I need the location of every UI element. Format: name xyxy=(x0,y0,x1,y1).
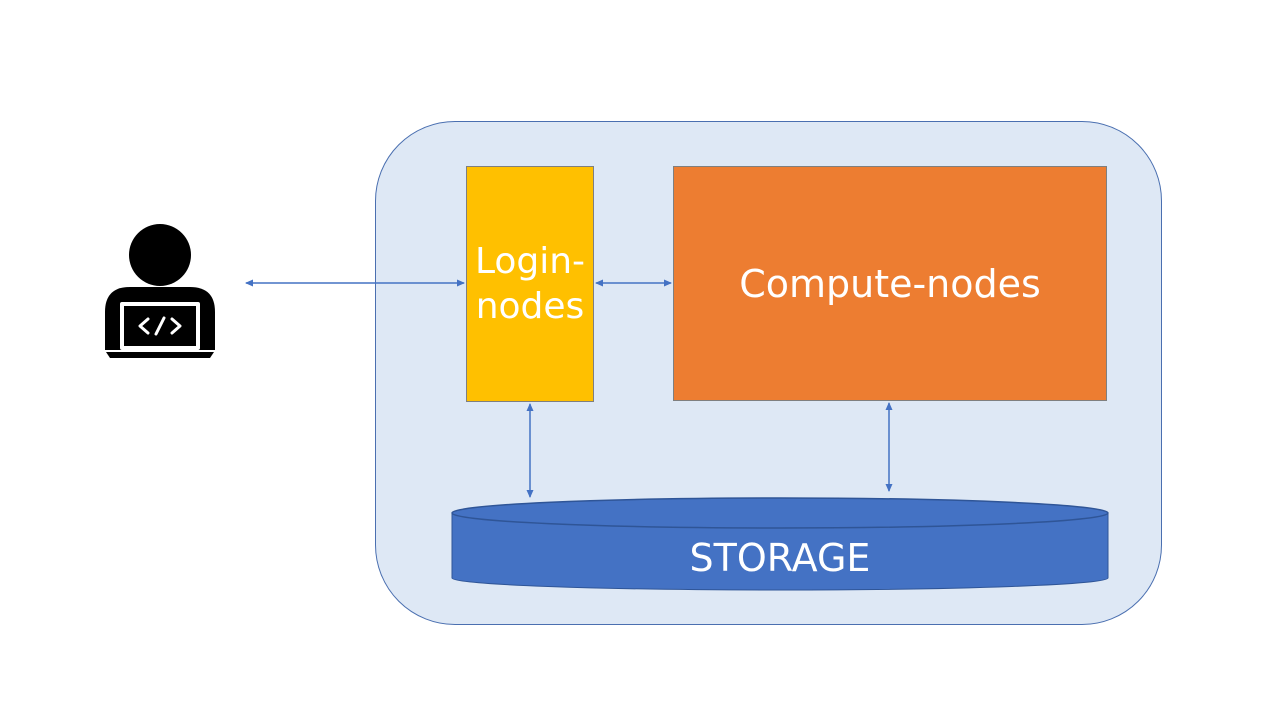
developer-laptop-icon xyxy=(105,224,215,358)
compute-nodes-label: Compute-nodes xyxy=(739,261,1041,306)
storage-cylinder xyxy=(451,497,1109,591)
login-nodes-label-line1: Login- xyxy=(474,241,586,282)
login-nodes-box: Login- nodes xyxy=(466,166,594,402)
login-nodes-label-line2: nodes xyxy=(475,286,585,327)
storage-label: STORAGE xyxy=(689,536,871,580)
compute-nodes-box: Compute-nodes xyxy=(673,166,1107,401)
